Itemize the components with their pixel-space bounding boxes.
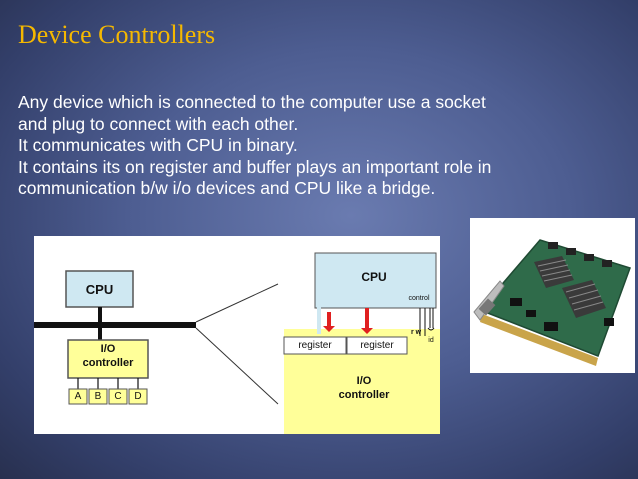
left-cpu-label: CPU bbox=[85, 282, 114, 297]
slide-title: Device Controllers bbox=[18, 20, 216, 49]
control-label: control bbox=[408, 295, 430, 302]
register-2-label: register bbox=[360, 340, 394, 351]
port-b: B bbox=[94, 391, 102, 402]
heatsink-2 bbox=[562, 280, 606, 318]
body-line-5: communication b/w i/o devices and CPU li… bbox=[18, 178, 436, 198]
register-1-label: register bbox=[298, 340, 332, 351]
body-line-2: and plug to connect with each other. bbox=[18, 113, 299, 134]
id-label: id bbox=[428, 337, 434, 344]
io-controller-diagram: CPU I/O controller A B C D CPU control r… bbox=[34, 236, 440, 434]
port-d: D bbox=[134, 391, 142, 402]
right-io-label-2: controller bbox=[338, 389, 390, 401]
diagram-graphics bbox=[34, 252, 440, 434]
controller-card-photo bbox=[470, 218, 635, 373]
left-io-label-1: I/O bbox=[100, 343, 116, 355]
heatsink-1 bbox=[534, 256, 574, 288]
right-io-label-1: I/O bbox=[356, 375, 372, 387]
slide-body: Any device which is connected to the com… bbox=[18, 92, 630, 200]
body-line-1: Any device which is connected to the com… bbox=[18, 92, 486, 112]
left-io-label-2: controller bbox=[82, 357, 134, 369]
port-c: C bbox=[114, 391, 122, 402]
rw-label: r w bbox=[410, 329, 422, 336]
body-line-4: It contains its on register and buffer p… bbox=[18, 156, 492, 177]
controller-card-image bbox=[470, 218, 635, 373]
body-line-3: It communicates with CPU in binary. bbox=[18, 135, 298, 155]
port-a: A bbox=[74, 391, 82, 402]
right-cpu-label: CPU bbox=[361, 270, 387, 284]
